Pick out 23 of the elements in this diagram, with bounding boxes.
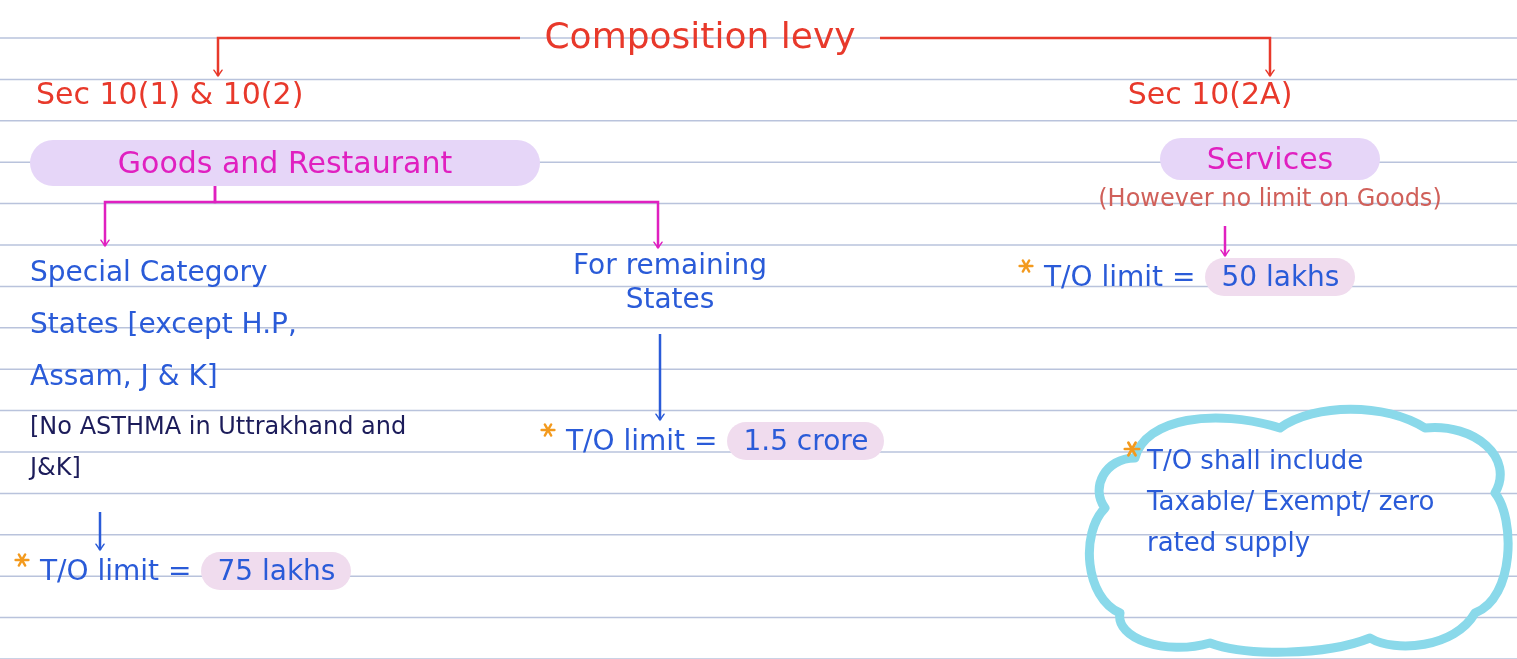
highlight-pill [30, 140, 540, 186]
note-text: T/O shall include Taxable/ Exempt/ zero rated supply [1147, 444, 1436, 559]
label-text: T/O limit = [1044, 260, 1196, 294]
arrow [655, 334, 665, 421]
arrow [213, 186, 663, 249]
heading-text: Composition levy [543, 14, 857, 58]
note-text: [No ASTHMA in Uttrakhand and J&K] [30, 411, 408, 483]
arrow [95, 512, 105, 551]
value-highlight: 50 lakhs [1205, 258, 1356, 296]
note-text: (However no limit on Goods) [1097, 184, 1443, 213]
heading-text: For remaining States [572, 248, 768, 316]
heading-text: Sec 10(1) & 10(2) [36, 76, 305, 112]
arrow [880, 36, 1275, 77]
value-highlight: 75 lakhs [201, 552, 352, 590]
value-highlight: 1.5 crore [727, 422, 885, 460]
label-text: T/O limit = [566, 424, 718, 458]
arrow [213, 36, 520, 77]
heading-text: Sec 10(2A) [1126, 76, 1294, 112]
heading-text: Services [1205, 140, 1335, 178]
label-text: T/O limit = [40, 554, 192, 588]
body-text: Special Category States [except H.P, Assam, J & K] [30, 254, 298, 394]
arrow [1220, 226, 1230, 257]
heading-text: Goods and Restaurant [116, 144, 454, 182]
